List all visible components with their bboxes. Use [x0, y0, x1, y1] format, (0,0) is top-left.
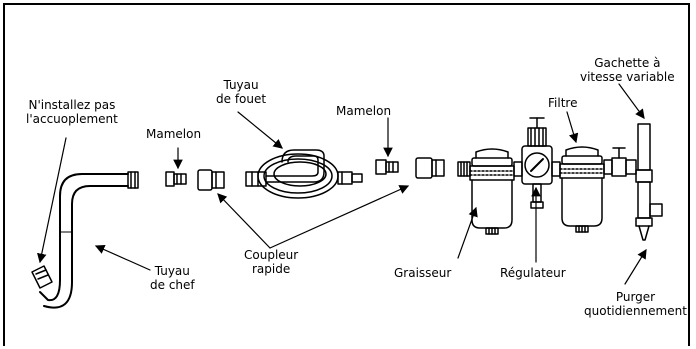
lead-hose [39, 173, 129, 309]
diagram-frame [3, 3, 690, 346]
label-whip-hose: Tuyau de fouet [216, 78, 267, 106]
inlet-fitting [457, 161, 471, 177]
whip-hose [245, 149, 363, 199]
label-lubricator: Graisseur [394, 266, 452, 280]
lead-hose-end-fitting [127, 171, 139, 189]
label-quick-coupler: Coupleur rapide [244, 248, 299, 276]
shutoff-valve [603, 147, 637, 177]
lubricator [469, 148, 515, 235]
label-lead-hose: Tuyau de chef [150, 264, 195, 292]
drop-tee [635, 123, 663, 241]
regulator [513, 117, 561, 209]
label-trigger: Gachette à vitesse variable [580, 56, 675, 84]
nipple-left [165, 171, 187, 187]
quick-coupler-left [197, 169, 225, 191]
label-filter: Filtre [548, 96, 578, 110]
label-regulator: Régulateur [500, 266, 566, 280]
label-no-coupling: N'installez pas l'accuoplement [26, 98, 118, 126]
label-drain: Purger quotidiennement [584, 290, 687, 318]
quick-coupler-right [415, 157, 445, 179]
label-nipple-right: Mamelon [336, 104, 392, 118]
lead-hose-bottom-fitting [31, 265, 53, 289]
label-nipple-left: Mamelon [146, 127, 202, 141]
nipple-right [375, 159, 399, 175]
leader-lines [37, 83, 647, 285]
filter [559, 146, 605, 233]
